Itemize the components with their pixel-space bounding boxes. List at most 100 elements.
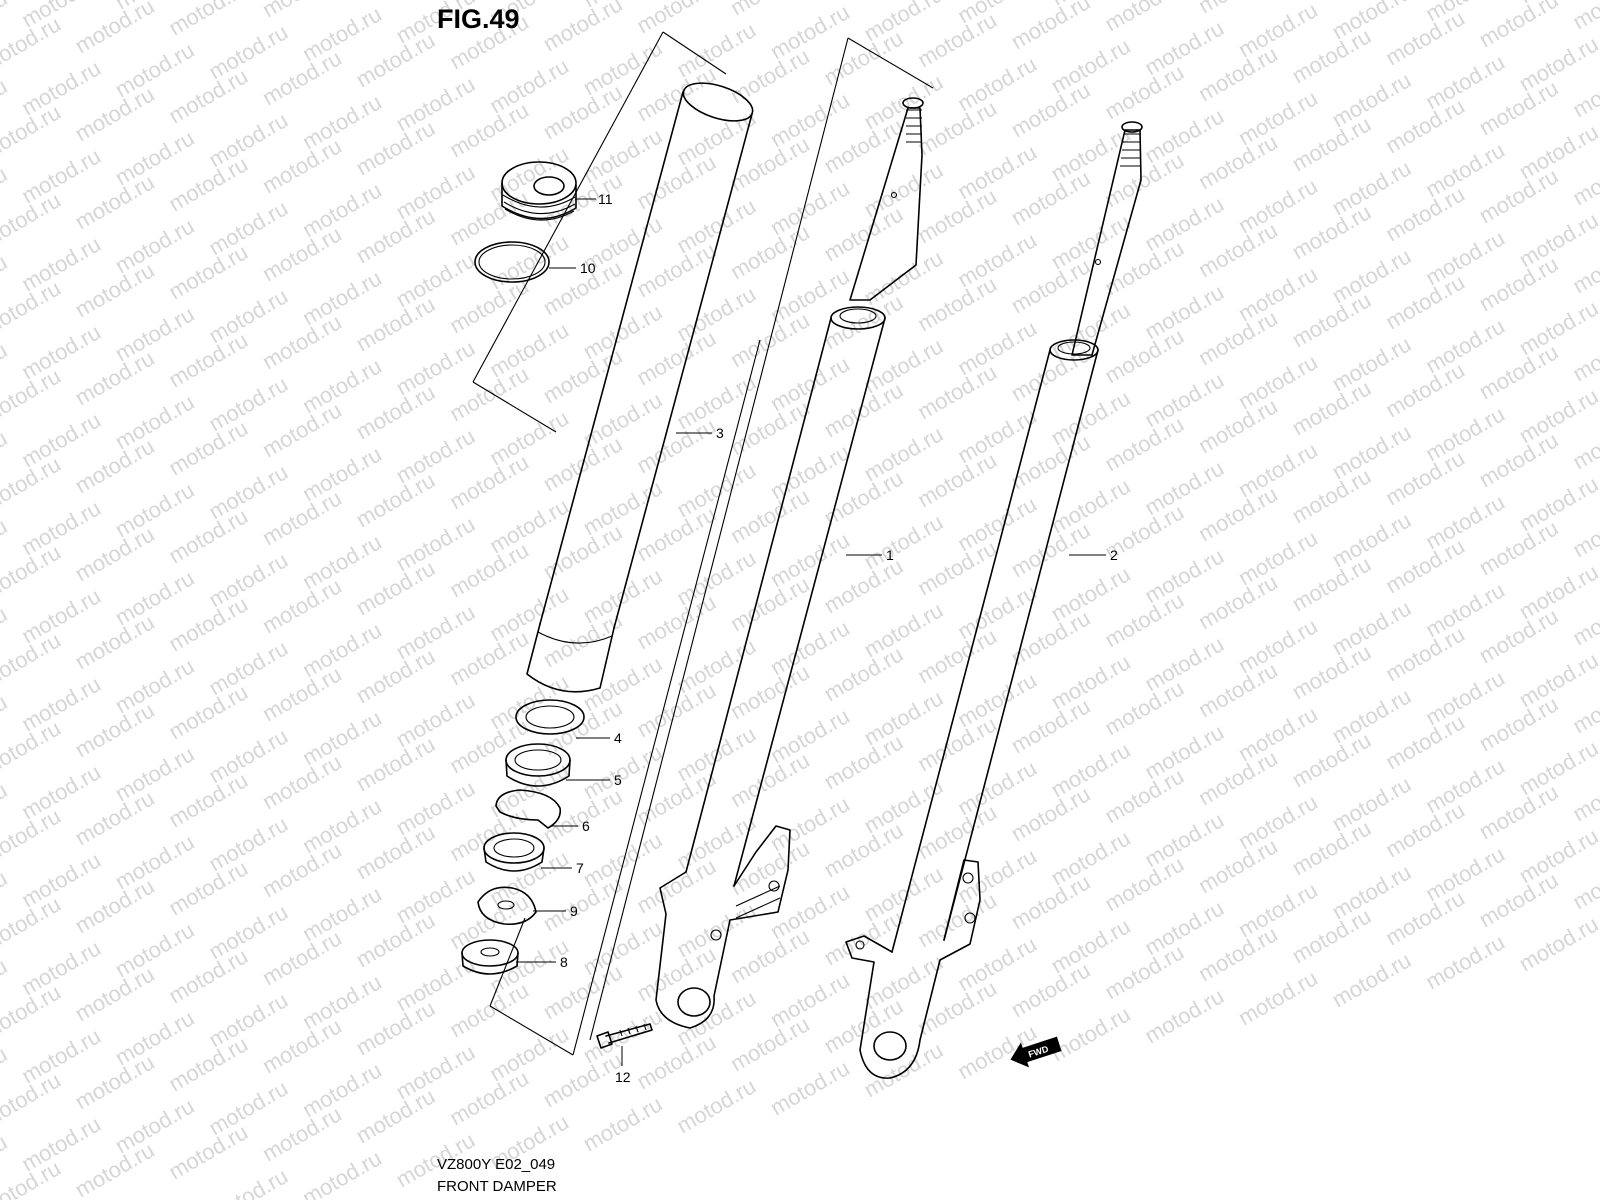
watermark-text: motod.ru	[352, 995, 440, 1060]
watermark-text: motod.ru	[392, 247, 480, 312]
watermark-text: motod.ru	[1100, 763, 1188, 828]
watermark-text: motod.ru	[632, 237, 720, 302]
watermark-text: motod.ru	[1288, 23, 1376, 88]
watermark-text: motod.ru	[1328, 947, 1416, 1012]
watermark-text: motod.ru	[1421, 841, 1509, 906]
watermark-text: motod.ru	[1047, 473, 1135, 538]
callout-8: 8	[560, 954, 568, 970]
watermark-text: motod.ru	[258, 45, 346, 110]
watermark-text: motod.ru	[445, 713, 533, 778]
watermark-text: motod.ru	[258, 133, 346, 198]
watermark-text: motod.ru	[17, 319, 105, 384]
watermark-text: motod.ru	[1140, 631, 1228, 696]
watermark-text: motod.ru	[1381, 709, 1469, 774]
watermark-text: motod.ru	[164, 591, 252, 656]
watermark-text: motod.ru	[204, 283, 292, 348]
watermark-text: motod.ru	[726, 395, 814, 460]
watermark-text: motod.ru	[913, 623, 1001, 688]
watermark-text: motod.ru	[632, 853, 720, 918]
watermark-text: motod.ru	[1047, 913, 1135, 978]
outer-tube-part	[526, 82, 754, 693]
watermark-text: motod.ru	[1194, 129, 1282, 194]
watermark-text: motod.ru	[17, 935, 105, 1000]
watermark-text: motod.ru	[352, 731, 440, 796]
watermark-text: motod.ru	[1288, 727, 1376, 792]
watermark-text: motod.ru	[632, 325, 720, 390]
watermark-text: motod.ru	[71, 1137, 159, 1200]
watermark-text: motod.ru	[17, 847, 105, 912]
watermark-text: motod.ru	[953, 667, 1041, 732]
callout-1: 1	[886, 547, 894, 563]
watermark-text: motod.ru	[726, 1011, 814, 1076]
watermark-text: motod.ru	[204, 107, 292, 172]
watermark-text: motod.ru	[1515, 119, 1600, 184]
watermark-text: motod.ru	[913, 887, 1001, 952]
watermark-text: motod.ru	[672, 633, 760, 698]
watermark-text: motod.ru	[164, 0, 252, 40]
watermark-text: motod.ru	[258, 837, 346, 902]
watermark-text: motod.ru	[71, 697, 159, 762]
watermark-text: motod.ru	[1194, 481, 1282, 546]
watermark-text: motod.ru	[579, 299, 667, 364]
watermark-text: motod.ru	[164, 151, 252, 216]
watermark-text: motod.ru	[1475, 251, 1563, 316]
watermark-text: motod.ru	[1421, 753, 1509, 818]
watermark-text: motod.ru	[579, 1003, 667, 1068]
watermark-text: motod.ru	[1421, 665, 1509, 730]
watermark-text: motod.ru	[352, 643, 440, 708]
watermark-text: motod.ru	[953, 579, 1041, 644]
watermark-text: motod.ru	[672, 457, 760, 522]
watermark-text: motod.ru	[1515, 647, 1600, 712]
watermark-text: motod.ru	[860, 685, 948, 750]
watermark-text: motod.ru	[913, 271, 1001, 336]
watermark-text: motod.ru	[258, 573, 346, 638]
watermark-text: motod.ru	[258, 309, 346, 374]
watermark-text: motod.ru	[953, 139, 1041, 204]
watermark-text: motod.ru	[352, 115, 440, 180]
section-name: FRONT DAMPER	[437, 1178, 557, 1195]
watermark-text: motod.ru	[672, 985, 760, 1050]
watermark-text: motod.ru	[1515, 383, 1600, 448]
callout-12: 12	[615, 1069, 631, 1085]
watermark-text: motod.ru	[1047, 121, 1135, 186]
watermark-text: motod.ru	[445, 1065, 533, 1130]
watermark-text: motod.ru	[352, 1083, 440, 1148]
watermark-text: motod.ru	[1007, 869, 1095, 934]
watermark-text: motod.ru	[1007, 165, 1095, 230]
watermark-text: motod.ru	[539, 1047, 627, 1112]
watermark-text: motod.ru	[1140, 279, 1228, 344]
watermark-text: motod.ru	[539, 871, 627, 936]
figure-title: FIG.49	[437, 4, 520, 34]
watermark-text: motod.ru	[1047, 297, 1135, 362]
watermark-text: motod.ru	[672, 105, 760, 170]
watermark-text: motod.ru	[860, 597, 948, 662]
watermark-text: motod.ru	[164, 1119, 252, 1184]
watermark-text: motod.ru	[71, 169, 159, 234]
watermark-text: motod.ru	[1475, 427, 1563, 492]
watermark-text: motod.ru	[258, 1101, 346, 1166]
watermark-text: motod.ru	[820, 377, 908, 442]
watermark-text: motod.ru	[820, 553, 908, 618]
watermark-text: motod.ru	[17, 671, 105, 736]
watermark-text: motod.ru	[1421, 137, 1509, 202]
watermark-text: motod.ru	[392, 775, 480, 840]
watermark-text: motod.ru	[298, 881, 386, 946]
watermark-text: motod.ru	[632, 677, 720, 742]
watermark-text: motod.ru	[71, 609, 159, 674]
watermark-text: motod.ru	[672, 17, 760, 82]
watermark-text: motod.ru	[298, 177, 386, 242]
watermark-text: motod.ru	[820, 0, 908, 2]
watermark-text: motod.ru	[258, 749, 346, 814]
callout-10: 10	[580, 260, 596, 276]
watermark-text: motod.ru	[1140, 367, 1228, 432]
watermark-text: motod.ru	[111, 565, 199, 630]
callout-9: 9	[570, 903, 578, 919]
watermark-text: motod.ru	[445, 977, 533, 1042]
watermark-text: motod.ru	[1140, 191, 1228, 256]
watermark-text: motod.ru	[726, 43, 814, 108]
watermark-text: motod.ru	[820, 113, 908, 178]
watermark-text: motod.ru	[17, 407, 105, 472]
watermark-text: motod.ru	[71, 81, 159, 146]
watermark-text: motod.ru	[632, 941, 720, 1006]
